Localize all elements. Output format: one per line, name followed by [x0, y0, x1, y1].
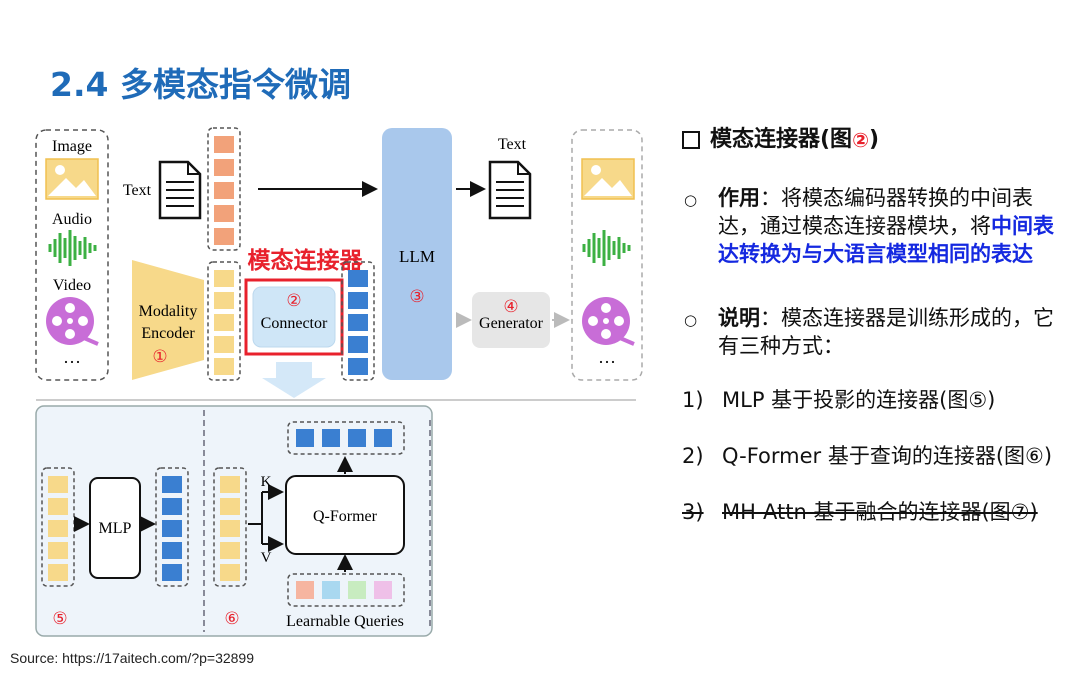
connector-number: ② [286, 291, 301, 310]
bullet-note: ○ 说明：模态连接器是训练形成的，它有三种方式： [682, 304, 1072, 360]
text-token-column [207, 127, 241, 251]
output-document-icon [488, 160, 532, 220]
output-film-reel-icon [582, 297, 635, 346]
mlp-output-tokens [162, 476, 182, 581]
llm-label: LLM [399, 247, 435, 266]
list-text: MLP 基于投影的连接器(图⑤) [722, 388, 996, 412]
output-ellipsis: ··· [598, 352, 616, 372]
heading-circled-number: ② [852, 128, 869, 152]
qformer-output-row [287, 421, 405, 455]
v-label: V [261, 550, 272, 566]
slide-title: 2.4 多模态指令微调 [50, 65, 351, 104]
k-label: K [261, 474, 272, 490]
connector-box [252, 286, 336, 348]
list-item-2: 2) Q-Former 基于查询的连接器(图⑥) [682, 442, 1072, 470]
learnable-queries-row [287, 573, 405, 607]
hollow-bullet-icon: ○ [684, 191, 698, 209]
purpose-text: ：将模态编码器转换的中间表达，通过模态连接器模块，将 [718, 186, 1033, 238]
heading-text: 模态连接器(图 [710, 127, 853, 152]
input-modalities-box [35, 129, 109, 381]
multimodal-diagram: Image Audio Video ··· Text Modality Enco… [35, 127, 643, 637]
purpose-label: 作用 [718, 186, 760, 210]
qformer-output-tokens [296, 429, 392, 447]
input-video-label: Video [53, 277, 91, 294]
encoder-number: ① [152, 347, 167, 366]
connector-label: Connector [261, 315, 328, 332]
list-text: Q-Former 基于查询的连接器(图⑥) [722, 444, 1053, 468]
llm-number: ③ [409, 287, 424, 306]
mlp-label: MLP [99, 520, 132, 537]
list-number: 3) [682, 500, 704, 524]
document-icon [158, 160, 202, 220]
text-input-label: Text [123, 182, 152, 199]
list-text: MH-Attn 基于融合的连接器(图⑦) [722, 500, 1038, 524]
output-image-icon [581, 158, 635, 200]
generator-label: Generator [479, 315, 544, 332]
hollow-bullet-icon: ○ [684, 311, 698, 329]
input-image-label: Image [52, 138, 92, 155]
input-audio-label: Audio [52, 211, 92, 228]
qformer-kv-branch [248, 492, 263, 544]
list-number: 1) [682, 388, 704, 412]
output-audio-wave-icon [582, 230, 631, 266]
encoded-token-column [207, 261, 241, 381]
output-modalities-box [571, 129, 643, 381]
modality-encoder [132, 260, 204, 380]
connector-overlay-label: 模态连接器 [248, 247, 364, 274]
list-item-1: 1) MLP 基于投影的连接器(图⑤) [682, 386, 1072, 414]
input-ellipsis: ··· [63, 352, 81, 372]
expand-down-arrow [262, 362, 326, 398]
mlp-number: ⑤ [52, 609, 67, 628]
qformer-number: ⑥ [224, 609, 239, 628]
heading-close: ) [869, 127, 880, 152]
film-reel-icon [46, 297, 99, 346]
image-icon [45, 158, 99, 200]
connector-output-column [341, 261, 375, 381]
encoder-label-line1: Modality [139, 303, 198, 320]
text-tokens [214, 136, 234, 245]
learnable-query-tokens [296, 581, 392, 599]
generator-box [472, 292, 550, 348]
audio-wave-icon [48, 230, 97, 266]
note-label: 说明 [718, 306, 760, 330]
encoder-label-line2: Encoder [141, 325, 195, 342]
purpose-emphasis: 中间表达转换为与大语言模型相同的表达 [718, 214, 1054, 266]
learnable-queries-label: Learnable Queries [286, 613, 404, 630]
qformer-label: Q-Former [313, 508, 378, 525]
mlp-input-column [41, 467, 75, 587]
list-number: 2) [682, 444, 704, 468]
list-item-3: 3) MH-Attn 基于融合的连接器(图⑦) [682, 498, 1072, 526]
encoded-tokens [214, 270, 234, 375]
qformer-input-tokens [220, 476, 240, 581]
bullet-purpose: ○ 作用：将模态编码器转换的中间表达，通过模态连接器模块，将中间表达转换为与大语… [682, 184, 1072, 268]
source-citation: Source: https://17aitech.com/?p=32899 [10, 650, 254, 666]
mlp-input-tokens [48, 476, 68, 581]
llm-block [382, 128, 452, 380]
connector-output-tokens [348, 270, 368, 375]
note-text: ：模态连接器是训练形成的，它有三种方式： [718, 306, 1054, 358]
text-output-label: Text [498, 136, 527, 153]
generator-number: ④ [503, 297, 518, 316]
qformer-input-column [213, 467, 247, 587]
checkbox-square-icon [682, 131, 700, 149]
mlp-output-column [155, 467, 189, 587]
